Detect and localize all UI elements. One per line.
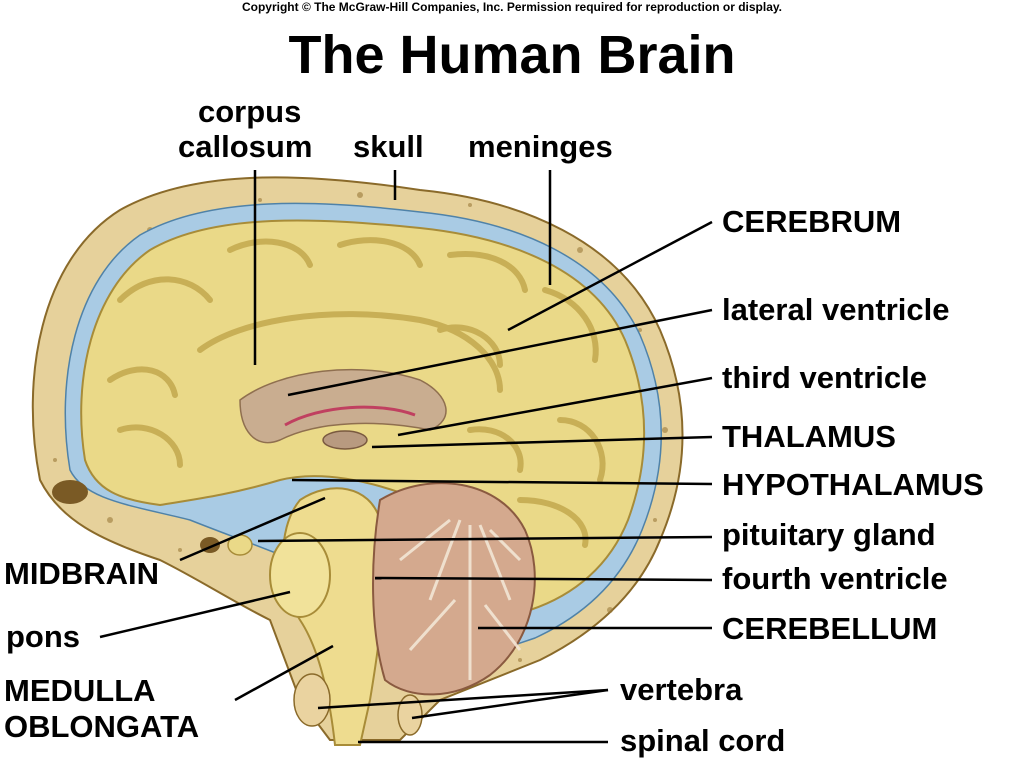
label-meninges: meninges [468,130,613,164]
vertebra-shape-1 [294,674,330,726]
label-vertebra: vertebra [620,673,742,707]
label-midbrain: MIDBRAIN [4,557,159,591]
label-corpus-callosum-line2: callosum [178,130,312,164]
thalamus-shape [323,431,367,449]
label-medulla-line1: MEDULLA [4,674,156,708]
label-cerebellum: CEREBELLUM [722,612,937,646]
sinus-shape [52,480,88,504]
label-corpus-callosum-line1: corpus [198,95,301,129]
label-medulla-line2: OBLONGATA [4,710,199,744]
label-third-ventricle: third ventricle [722,361,927,395]
label-fourth-ventricle: fourth ventricle [722,562,948,596]
label-thalamus: THALAMUS [722,420,896,454]
label-skull: skull [353,130,424,164]
label-spinal-cord: spinal cord [620,724,785,758]
label-hypothalamus: HYPOTHALAMUS [722,468,984,502]
label-cerebrum: CEREBRUM [722,205,901,239]
label-lateral-ventricle: lateral ventricle [722,293,949,327]
pons-shape [270,533,330,617]
label-pons: pons [6,620,80,654]
label-pituitary-gland: pituitary gland [722,518,936,552]
